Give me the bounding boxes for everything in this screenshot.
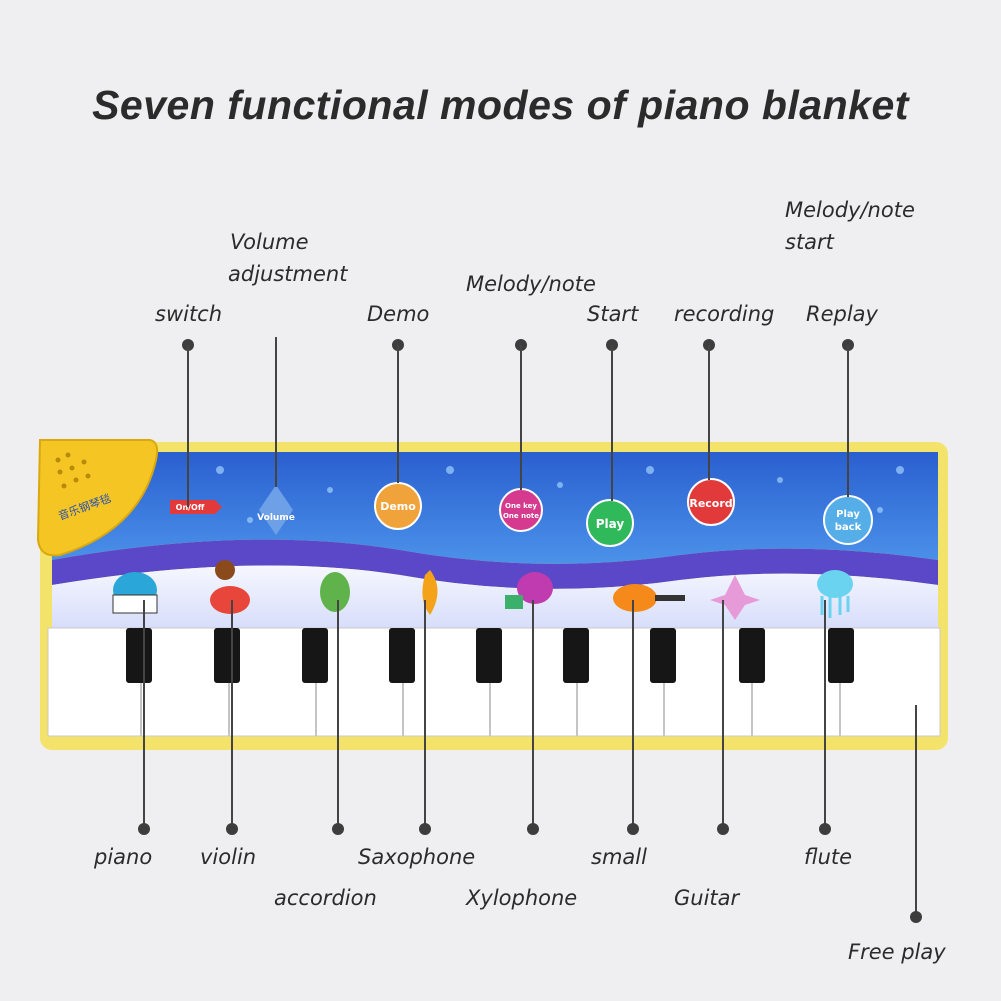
piano-pointer-line <box>143 600 145 828</box>
label-start: Start <box>587 302 639 326</box>
speaker-box <box>36 439 159 557</box>
label-violin: violin <box>200 845 257 869</box>
on-off-label: On/Off <box>176 503 205 512</box>
volume-label: Volume <box>257 513 295 523</box>
label-saxophone: Saxophone <box>358 845 476 869</box>
label-melody-note-start-line2: start <box>785 230 834 254</box>
violin-pointer-dot <box>226 823 238 835</box>
guitar-pointer-line <box>722 600 724 828</box>
record-button-label: Record <box>689 497 732 510</box>
label-switch: switch <box>155 302 223 326</box>
animals <box>112 560 853 620</box>
label-guitar: Guitar <box>674 886 740 910</box>
melody-note-pointer-line <box>520 345 522 490</box>
violin-pointer-line <box>231 600 233 828</box>
label-volume-line1: Volume <box>230 230 309 254</box>
accordion-pointer-line <box>337 600 339 828</box>
label-piano: piano <box>94 845 153 869</box>
guitar-pointer-dot <box>717 823 729 835</box>
playback-label-2: back <box>835 522 862 533</box>
on-off-button-shape <box>170 500 222 514</box>
label-accordion: accordion <box>274 886 377 910</box>
mat-floor <box>52 565 938 628</box>
label-small: small <box>591 845 647 869</box>
label-melody-note-start-line1: Melody/note <box>785 198 915 222</box>
switch-pointer-line <box>187 345 189 507</box>
free-play-pointer-line <box>915 705 917 915</box>
label-melody-note: Melody/note <box>466 272 596 296</box>
play-button-label: Play <box>596 517 625 531</box>
mat-wave <box>52 539 938 589</box>
replay-pointer-line <box>847 345 849 497</box>
accordion-pointer-dot <box>332 823 344 835</box>
free-play-pointer-dot <box>910 911 922 923</box>
flute-pointer-line <box>824 600 826 828</box>
demo-pointer-line <box>397 345 399 483</box>
label-recording: recording <box>674 302 775 326</box>
small-pointer-dot <box>627 823 639 835</box>
label-replay: Replay <box>806 302 878 326</box>
page-title: Seven functional modes of piano blanket <box>92 82 909 128</box>
one-key-label-1: One key <box>505 502 537 510</box>
xylophone-pointer-line <box>532 600 534 828</box>
flute-pointer-dot <box>819 823 831 835</box>
label-xylophone: Xylophone <box>466 886 578 910</box>
piano-pointer-dot <box>138 823 150 835</box>
label-free-play: Free play <box>848 940 946 964</box>
recording-pointer-line <box>708 345 710 480</box>
one-key-label-2: One note <box>503 512 539 520</box>
label-volume-line2: adjustment <box>228 262 348 286</box>
playback-label-1: Play <box>836 509 860 520</box>
start-pointer-line <box>611 345 613 501</box>
small-pointer-line <box>632 600 634 828</box>
demo-button-label: Demo <box>380 500 416 513</box>
label-flute: flute <box>804 845 853 869</box>
saxophone-pointer-line <box>424 600 426 828</box>
xylophone-pointer-dot <box>527 823 539 835</box>
volume-pointer-line <box>275 337 277 487</box>
label-demo: Demo <box>367 302 430 326</box>
saxophone-pointer-dot <box>419 823 431 835</box>
